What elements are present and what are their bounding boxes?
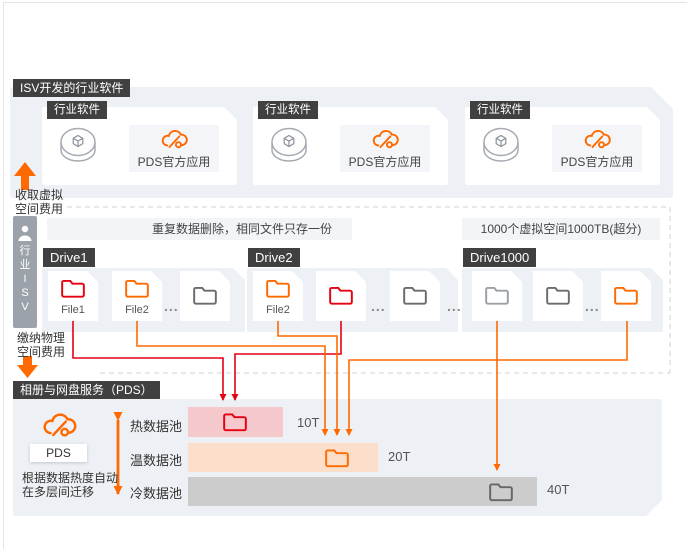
pds-app-label: PDS官方应用: [348, 155, 422, 169]
drive1-label: Drive1: [43, 248, 95, 267]
file-label: File2: [125, 304, 149, 316]
file-card-file2: File2: [112, 271, 162, 321]
quota-banner: 1000个虚拟空间1000TB(超分): [462, 218, 660, 240]
warm-pool-size: 20T: [388, 449, 411, 464]
folder-icon: [545, 284, 571, 306]
pds-app-label: PDS官方应用: [560, 155, 634, 169]
folder-icon: [613, 284, 639, 306]
industry-software-tag: 行业软件: [470, 101, 530, 119]
industry-software-tag: 行业软件: [258, 101, 318, 119]
pds-official-app-box: PDS官方应用: [552, 125, 642, 172]
file-card-file2: File2: [253, 271, 303, 321]
cold-pool-label: 冷数据池: [130, 486, 183, 501]
industry-software-tag: 行业软件: [47, 101, 107, 119]
cold-pool-box: [188, 477, 537, 506]
pds-cloud-icon: [161, 129, 188, 149]
file-card-unnamed: [316, 271, 366, 321]
charge-physical-note: 缴纳物理 空间费用: [17, 331, 66, 359]
pds-cloud-icon: [372, 129, 399, 149]
hot-pool-label: 热数据池: [130, 419, 183, 434]
pds-section-label: 相册与网盘服务（PDS）: [13, 381, 160, 399]
connector-drive2file-hot: [231, 321, 342, 401]
pds-app-label: PDS官方应用: [137, 155, 211, 169]
more-drives-ellipsis: ...: [447, 298, 462, 314]
pds-official-app-box: PDS官方应用: [129, 125, 219, 172]
hot-pool-size: 10T: [297, 415, 320, 430]
warm-folder-icon: [324, 446, 350, 469]
isv-person-icon: [18, 225, 32, 241]
file-card-unnamed: [472, 271, 522, 321]
dedup-banner: 重复数据删除，相同文件只存一份: [47, 218, 352, 240]
cold-pool-size: 40T: [547, 482, 570, 497]
isv-section-label: ISV开发的行业软件: [13, 79, 131, 97]
file-label: File2: [266, 304, 290, 316]
more-files-ellipsis: ...: [585, 298, 600, 314]
pds-official-app-box: PDS官方应用: [340, 125, 430, 172]
hot-folder-icon: [222, 410, 248, 433]
page-top-border: [3, 2, 687, 3]
app-cylinder-icon: [56, 126, 100, 168]
file-card-unnamed: [180, 271, 230, 321]
pds-cloud-icon: [40, 411, 78, 440]
folder-icon: [484, 284, 510, 306]
folder-icon: [402, 284, 428, 306]
app-cylinder-icon: [479, 126, 523, 168]
app-cylinder-icon: [267, 126, 311, 168]
folder-icon: [328, 284, 354, 306]
isv-sidebar: 行 业 I S V: [13, 216, 37, 328]
folder-icon: [60, 277, 86, 299]
drive1000-label: Drive1000: [463, 248, 537, 267]
more-files-ellipsis: ...: [164, 298, 179, 314]
pds-badge: PDS: [30, 444, 87, 462]
folder-icon: [124, 277, 150, 299]
file-card-unnamed: [601, 271, 651, 321]
charge-virtual-note: 收取虚拟 空间费用: [15, 188, 64, 216]
file-card-file1: File1: [48, 271, 98, 321]
more-files-ellipsis: ...: [371, 298, 386, 314]
folder-icon: [192, 284, 218, 306]
drive2-label: Drive2: [248, 248, 300, 267]
file-card-unnamed: [390, 271, 440, 321]
page-left-border: [3, 2, 4, 549]
down-arrow-icon: [17, 356, 38, 378]
file-card-unnamed: [533, 271, 583, 321]
file-label: File1: [61, 304, 85, 316]
cold-folder-icon: [488, 480, 514, 503]
tier-migration-note: 根据数据热度自动 在多层间迁移: [22, 471, 119, 499]
pds-cloud-icon: [584, 129, 611, 149]
warm-pool-box: [188, 443, 378, 472]
warm-pool-label: 温数据池: [130, 453, 183, 468]
folder-icon: [265, 277, 291, 299]
